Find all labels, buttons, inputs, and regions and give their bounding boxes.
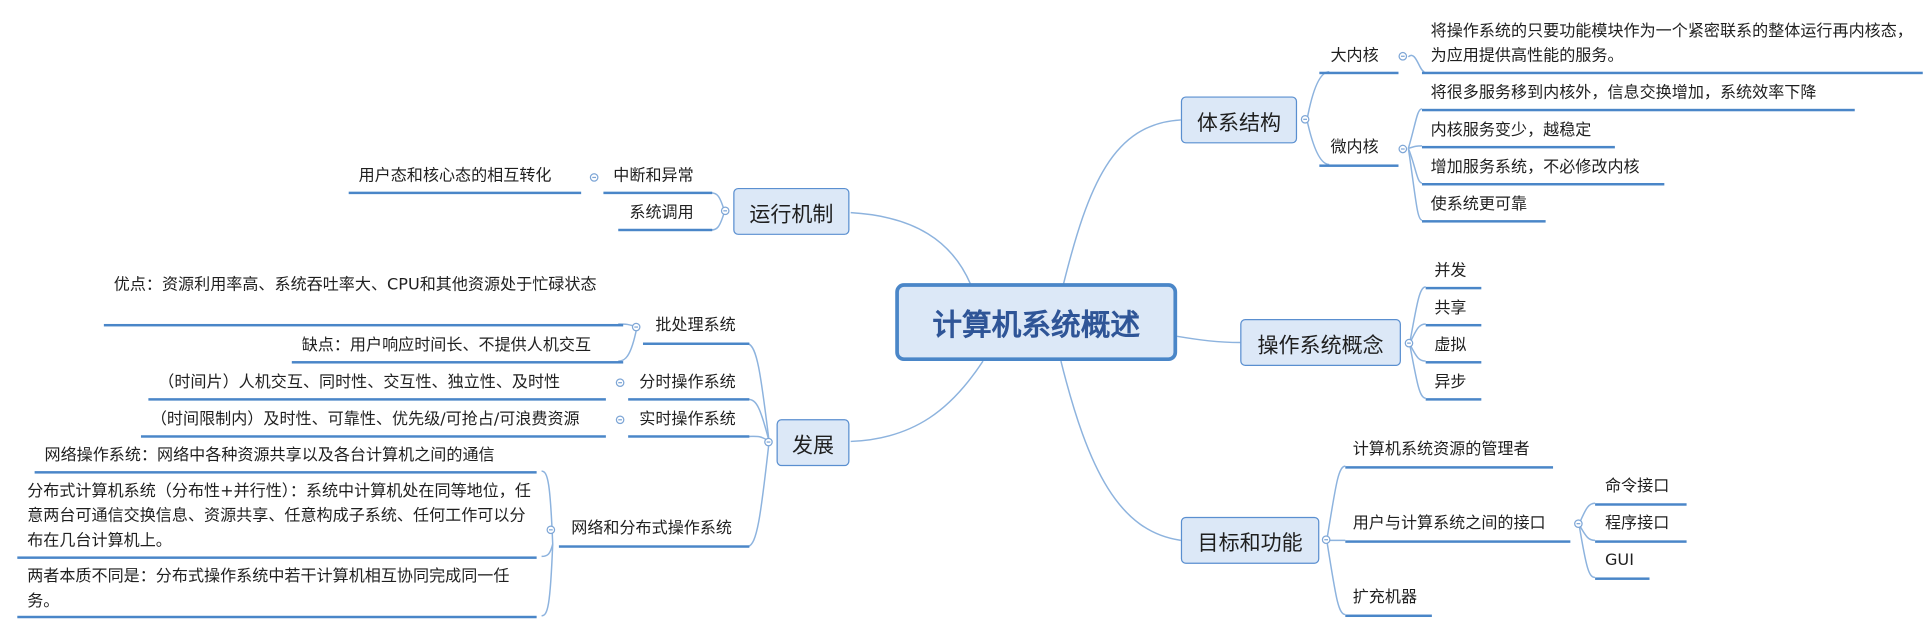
underline [17,556,537,559]
network-net: 网络操作系统：网络中各种资源共享以及各台计算机之间的通信 [44,446,495,465]
micro-kernel-item: 内核服务变少，越稳定 [1430,121,1592,140]
realtime-desc: （时间限制内）及时性、可靠性、优先级/可抢占/可浪费资源 [150,410,580,430]
collapse-icon[interactable] [720,206,730,216]
batch-pro: 优点：资源利用率高、系统吞吐率大、CPU和其他资源处于忙碌状态 [113,275,597,295]
underline [1595,540,1687,543]
concept-item: 并发 [1434,262,1467,281]
realtime-label: 实时操作系统 [639,410,736,430]
interrupt-label: 中断和异常 [613,166,694,186]
timeshare-label: 分时操作系统 [639,373,736,392]
underline [1595,503,1687,506]
concept-item: 共享 [1434,299,1467,318]
network-dist: 分布式计算机系统（分布性+并行性）：系统中计算机处在同等地位，任意两台可通信交换… [27,482,531,551]
underline [1345,540,1571,543]
interrupt-desc: 用户态和核心态的相互转化 [358,166,552,186]
underline [618,228,713,232]
node-goal-function[interactable]: 目标和功能 [1180,516,1320,564]
underline [1421,183,1665,186]
node-architecture[interactable]: 体系结构 [1180,96,1298,144]
underline [1345,466,1554,469]
collapse-icon[interactable] [1300,114,1310,124]
root-label: 计算机系统概述 [932,307,1141,343]
underline [1425,398,1482,401]
micro-kernel-item: 使系统更可靠 [1430,195,1528,214]
goal-manager: 计算机系统资源的管理者 [1352,440,1530,459]
interface-item: 程序接口 [1604,514,1670,533]
root-node[interactable]: 计算机系统概述 [895,283,1178,362]
underline [1421,145,1615,149]
underline [103,323,624,327]
collapse-icon[interactable] [631,322,641,332]
concept-item: 异步 [1434,373,1467,392]
collapse-icon[interactable] [1574,519,1583,528]
underline [1319,164,1399,167]
collapse-icon[interactable] [764,437,773,447]
underline [628,435,750,438]
underline [348,191,582,195]
collapse-icon[interactable] [615,378,625,388]
batch-label: 批处理系统 [655,316,736,336]
timeshare-desc: （时间片）人机交互、同时性、交互性、独立性、及时性 [158,373,561,392]
underline [1319,71,1399,75]
collapse-icon[interactable] [615,415,625,425]
underline [1425,361,1482,364]
interface-item: GUI [1604,551,1634,571]
node-development-label: 发展 [791,433,835,459]
collapse-icon[interactable] [1398,51,1408,61]
underline [291,361,624,364]
micro-kernel-label: 微内核 [1330,138,1379,158]
concept-item: 虚拟 [1434,336,1467,355]
node-goal-function-label: 目标和功能 [1197,531,1303,556]
collapse-icon[interactable] [1321,535,1331,545]
big-kernel-label: 大内核 [1330,46,1379,66]
node-run-mechanism-label: 运行机制 [749,202,834,227]
underline [628,398,750,401]
underline [34,471,537,474]
underline [603,191,713,195]
node-os-concept-label: 操作系统概念 [1257,333,1384,358]
underline [558,545,750,548]
underline [1345,614,1432,618]
underline [1425,286,1482,290]
collapse-icon[interactable] [589,173,599,182]
node-run-mechanism[interactable]: 运行机制 [733,187,850,235]
goal-extend: 扩充机器 [1352,588,1418,608]
goal-interface: 用户与计算系统之间的接口 [1352,514,1546,533]
node-architecture-label: 体系结构 [1196,110,1282,136]
underline [1595,577,1650,580]
underline [1421,108,1855,112]
big-kernel-desc: 将操作系统的只要功能模块作为一个紧密联系的整体运行再内核态，为应用提供高性能的服… [1430,22,1913,66]
interface-item: 命令接口 [1604,477,1670,496]
collapse-icon[interactable] [546,525,556,535]
collapse-icon[interactable] [1404,338,1414,348]
collapse-icon[interactable] [1398,144,1408,154]
syscall-label: 系统调用 [629,204,694,223]
underline [1425,323,1482,327]
network-label: 网络和分布式操作系统 [571,519,733,538]
underline [17,615,537,619]
underline [1421,220,1546,223]
underline [1421,71,1923,75]
batch-con: 缺点：用户响应时间长、不提供人机交互 [301,336,592,355]
network-diff: 两者本质不同是：分布式操作系统中若干计算机相互协同完成同一任务。 [27,567,510,611]
underline [148,398,606,401]
underline [642,342,750,345]
underline [140,435,606,438]
micro-kernel-item: 增加服务系统，不必修改内核 [1430,158,1640,177]
micro-kernel-item: 将很多服务移到内核外，信息交换增加，系统效率下降 [1430,84,1817,103]
node-os-concept[interactable]: 操作系统概念 [1240,319,1401,367]
node-development[interactable]: 发展 [776,419,850,467]
